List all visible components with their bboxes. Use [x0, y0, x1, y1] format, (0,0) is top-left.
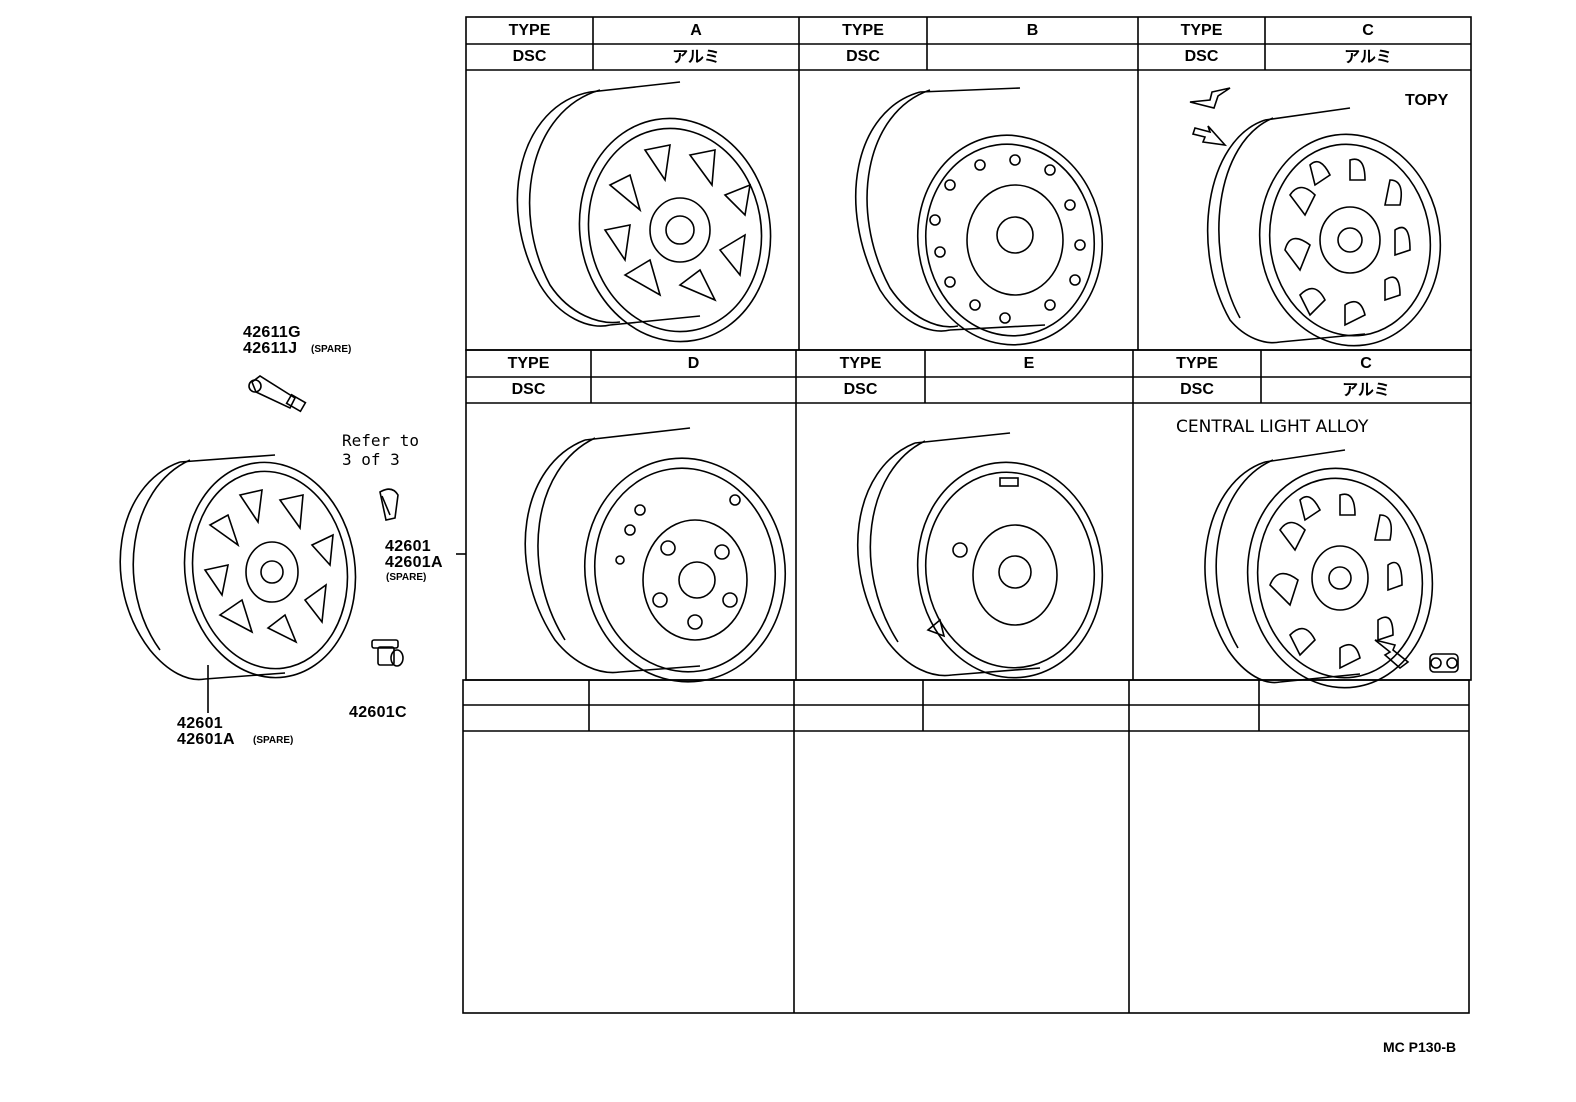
type-value: B — [1026, 21, 1039, 39]
table-grid — [462, 16, 1472, 1014]
part-number-wheel-top: 42601 — [177, 715, 223, 732]
part-number-nut: 42601C — [349, 704, 407, 721]
wheel-type-d-drawing — [524, 427, 787, 683]
wheel-type-e-drawing — [856, 432, 1104, 679]
type-value: E — [1023, 354, 1035, 372]
type-value: C — [1362, 21, 1374, 39]
dsc-value — [927, 44, 1138, 70]
wheel-type-c-topy-drawing — [1189, 87, 1442, 347]
dsc-value: アルミ — [672, 47, 720, 66]
balance-weight-drawing — [379, 488, 399, 521]
dsc-value — [925, 377, 1133, 403]
wheel-type-a-drawing — [516, 81, 772, 343]
dsc-label: DSC — [1184, 48, 1219, 65]
type-value: D — [687, 354, 700, 372]
refer-note-line2: 3 of 3 — [342, 450, 400, 469]
maker-note-topy: TOPY — [1405, 92, 1449, 109]
dsc-label: DSC — [512, 48, 547, 65]
part-number-valve-bottom: 42611J — [243, 340, 298, 357]
part-number-weight-bottom: 42601A — [385, 554, 443, 571]
dsc-value: アルミ — [1342, 380, 1390, 399]
hub-nut-drawing — [371, 639, 404, 667]
type-label: TYPE — [508, 21, 551, 39]
dsc-value: アルミ — [1344, 47, 1392, 66]
dsc-label: DSC — [1180, 381, 1214, 398]
type-label: TYPE — [839, 354, 882, 372]
type-value: C — [1360, 354, 1372, 372]
part-number-valve-top: 42611G — [243, 324, 301, 341]
dsc-label: DSC — [843, 381, 878, 398]
diagram-code: MC P130-B — [1383, 1039, 1457, 1055]
part-number-weight-top: 42601 — [385, 538, 431, 555]
spare-note-valve: (SPARE) — [311, 344, 352, 355]
dsc-label: DSC — [511, 381, 546, 398]
main-wheel-drawing — [119, 454, 357, 713]
dsc-label: DSC — [846, 48, 880, 65]
type-label: TYPE — [1176, 354, 1218, 372]
type-label: TYPE — [842, 21, 884, 39]
type-label: TYPE — [507, 354, 550, 372]
spare-note-weight: (SPARE) — [386, 572, 427, 583]
part-number-wheel-bottom: 42601A — [177, 731, 235, 748]
type-value: A — [690, 21, 702, 39]
valve-stem-drawing — [248, 375, 307, 413]
refer-note-line1: Refer to — [342, 431, 420, 450]
type-label: TYPE — [1180, 21, 1223, 39]
dsc-value — [591, 377, 796, 403]
wheel-type-c-cla-drawing — [1204, 449, 1459, 689]
spare-note-wheel: (SPARE) — [253, 735, 294, 746]
wheel-type-b-drawing — [854, 87, 1104, 346]
maker-note-central-light-alloy: CENTRAL LIGHT ALLOY — [1176, 417, 1369, 437]
